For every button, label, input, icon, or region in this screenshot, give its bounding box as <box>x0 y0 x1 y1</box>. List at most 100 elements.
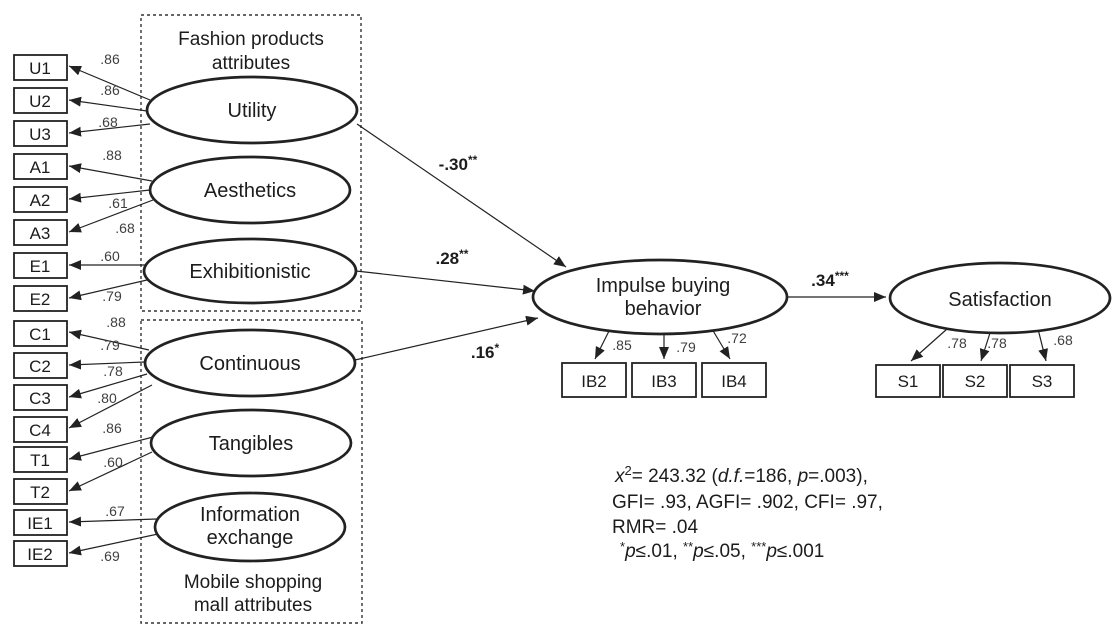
coef-value: -.30 <box>439 155 468 174</box>
chi-value: = 243.32 ( <box>632 466 719 487</box>
loading-ie1: .67 <box>105 503 125 519</box>
indicator-box-u1 <box>13 54 68 81</box>
indicator-box-a1 <box>13 153 68 180</box>
loading-u2: .86 <box>100 82 120 98</box>
arrow-utility-u2 <box>68 96 148 112</box>
chi-exponent: 2 <box>625 463 632 478</box>
loading-t1: .86 <box>102 420 122 436</box>
indicator-label-s2: S2 <box>965 372 986 391</box>
latent-impulse-buying-ellipse <box>531 258 789 336</box>
sig-threshold-3: ≤.001 <box>777 541 824 562</box>
loading-a3: .68 <box>115 220 135 236</box>
indicator-box-c4 <box>13 416 68 443</box>
observed-variables-bottom <box>561 362 1075 398</box>
fashion-attributes-group-box <box>140 14 362 312</box>
loading-ie2: .69 <box>100 548 120 564</box>
latent-information-exchange-ellipse <box>153 491 347 563</box>
coef-utility-to-impulse: -.30** <box>439 153 478 174</box>
indicator-label-t1: T1 <box>30 451 50 470</box>
indicator-box-ib3 <box>631 362 697 398</box>
latent-utility-ellipse <box>145 75 359 145</box>
arrow-satisfaction-s2 <box>979 332 991 362</box>
indicator-label-a3: A3 <box>30 224 51 243</box>
coef-continuous-to-impulse: .16* <box>471 341 500 362</box>
arrow-utility-u1 <box>68 65 151 101</box>
indicator-box-s3 <box>1009 364 1075 398</box>
loading-t2: .60 <box>103 454 123 470</box>
indicator-box-ie1 <box>13 509 68 536</box>
loading-c4: .80 <box>97 390 117 406</box>
arrow-exhibitionistic-to-impulse <box>355 270 536 295</box>
loading-e1: .60 <box>100 248 120 264</box>
latent-information-exchange-label-line1: Information <box>200 504 300 526</box>
loading-c1: .88 <box>106 314 126 330</box>
arrow-aesthetics-a3 <box>68 199 154 233</box>
p-symbol: p <box>797 466 809 487</box>
loading-a1: .88 <box>102 147 122 163</box>
chi-symbol: x <box>614 466 626 487</box>
indicator-box-t2 <box>13 478 68 505</box>
indicator-label-c1: C1 <box>29 325 51 344</box>
arrow-utility-to-impulse <box>356 123 567 268</box>
arrow-continuous-c4 <box>68 384 153 429</box>
coef-value: .16 <box>471 343 495 362</box>
latent-impulse-buying-label-line2: behavior <box>625 298 702 320</box>
indicator-box-s1 <box>875 364 941 398</box>
mobile-mall-attributes-group-box <box>140 319 363 624</box>
df-symbol: d.f. <box>718 466 744 487</box>
indicator-label-ib3: IB3 <box>651 372 677 391</box>
sig-stars-1: * <box>620 539 625 554</box>
fit-rmr-line: RMR= .04 <box>612 517 698 538</box>
indicator-box-c2 <box>13 352 68 379</box>
measurement-arrows-bottom <box>594 328 1048 362</box>
coef-impulse-to-satisfaction: .34*** <box>811 269 849 290</box>
sig-threshold-2: ≤.05, <box>704 541 751 562</box>
measurement-arrows-left <box>68 65 159 556</box>
latent-aesthetics-label: Aesthetics <box>204 180 296 202</box>
loading-s1: .78 <box>947 335 967 351</box>
indicator-label-c4: C4 <box>29 421 51 440</box>
loading-e2: .79 <box>102 288 122 304</box>
indicator-label-t2: T2 <box>30 483 50 502</box>
indicator-box-ib2 <box>561 362 627 398</box>
mobile-group-label-line2: mall attributes <box>194 595 312 616</box>
latent-tangibles-label: Tangibles <box>209 433 294 455</box>
arrow-aesthetics-a2 <box>68 189 151 203</box>
coef-sig-stars: ** <box>459 247 469 261</box>
indicator-box-c1 <box>13 320 68 347</box>
coef-value: .34 <box>811 271 835 290</box>
latent-variables <box>142 75 1112 563</box>
arrow-impulse-ib2 <box>594 328 611 360</box>
loading-a2: .61 <box>108 195 128 211</box>
latent-satisfaction-label: Satisfaction <box>948 289 1051 311</box>
latent-aesthetics-ellipse <box>148 155 352 225</box>
indicator-label-s3: S3 <box>1032 372 1053 391</box>
indicator-label-u2: U2 <box>29 92 51 111</box>
coef-sig-stars: *** <box>835 269 849 283</box>
arrow-utility-u3 <box>68 123 151 137</box>
indicator-label-e2: E2 <box>30 290 51 309</box>
indicator-label-c3: C3 <box>29 389 51 408</box>
mobile-group-label-line1: Mobile shopping <box>184 572 322 593</box>
sig-stars-3: *** <box>751 539 766 554</box>
arrow-continuous-c1 <box>68 329 150 351</box>
loading-c3: .78 <box>103 363 123 379</box>
loading-s2: .78 <box>987 335 1007 351</box>
arrow-tangibles-t1 <box>68 436 154 461</box>
indicator-box-u3 <box>13 120 68 147</box>
indicator-box-u2 <box>13 87 68 114</box>
loading-c2: .79 <box>100 337 120 353</box>
indicator-box-ie2 <box>13 540 68 567</box>
indicator-label-a1: A1 <box>30 158 51 177</box>
df-value: =186, <box>744 466 797 487</box>
coef-value: .28 <box>436 249 460 268</box>
indicator-label-u3: U3 <box>29 125 51 144</box>
indicator-label-ib4: IB4 <box>721 372 747 391</box>
indicator-box-a3 <box>13 219 68 246</box>
indicator-box-ib4 <box>701 362 767 398</box>
observed-variables-left <box>13 54 68 567</box>
latent-utility-label: Utility <box>228 100 277 122</box>
arrow-tangibles-t2 <box>68 451 153 492</box>
indicator-label-ie1: IE1 <box>27 514 53 533</box>
fit-statistics: x2= 243.32 (d.f.=186, p=.003), GFI= .93,… <box>612 463 883 562</box>
